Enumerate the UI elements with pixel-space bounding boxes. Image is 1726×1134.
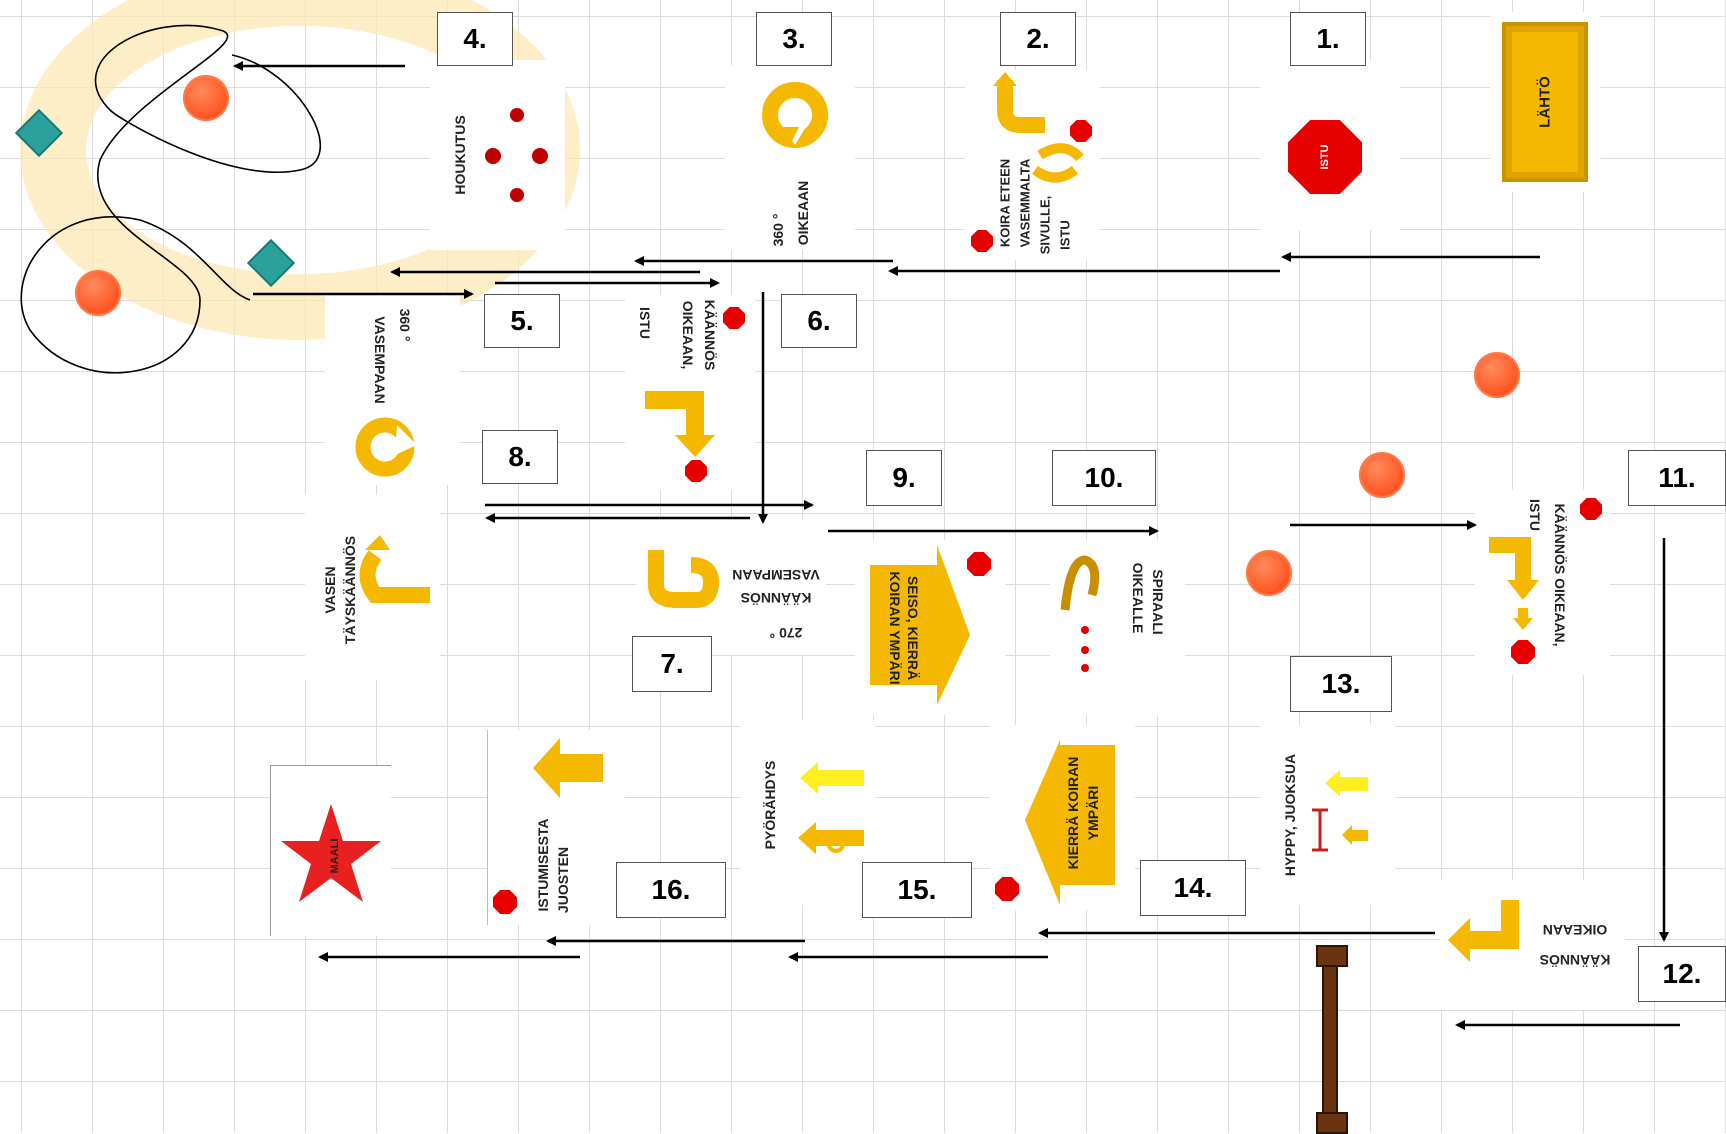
station-number-13: 13. — [1290, 656, 1392, 712]
station-number-12: 12. — [1638, 946, 1726, 1002]
station-number-10: 10. — [1052, 450, 1156, 506]
station-number-4: 4. — [437, 12, 513, 66]
station-number-9: 9. — [866, 450, 942, 506]
station-number-5: 5. — [484, 294, 560, 348]
station-number-8: 8. — [482, 430, 558, 484]
station-number-6: 6. — [781, 294, 857, 348]
station-number-15: 15. — [862, 862, 972, 918]
station-number-14: 14. — [1140, 860, 1246, 916]
station-number-11: 11. — [1628, 450, 1726, 506]
station-number-7: 7. — [632, 636, 712, 692]
station-number-3: 3. — [756, 12, 832, 66]
station-number-1: 1. — [1290, 12, 1366, 66]
station-number-2: 2. — [1000, 12, 1076, 66]
station-number-16: 16. — [616, 862, 726, 918]
